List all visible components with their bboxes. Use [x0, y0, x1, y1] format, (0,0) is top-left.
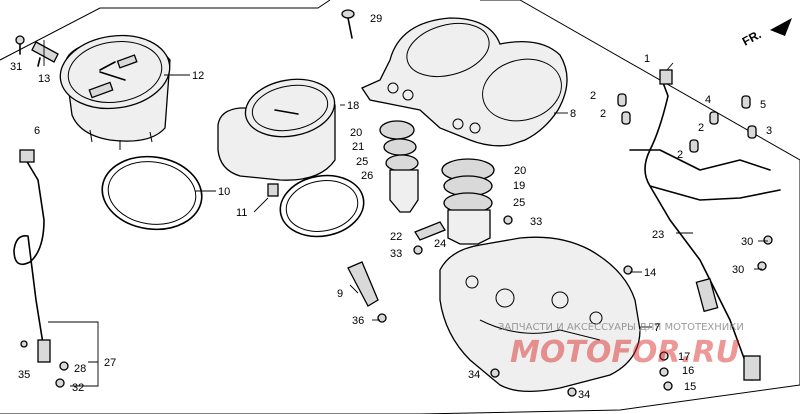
callout-2a: 2: [590, 90, 596, 102]
callout-33b: 33: [390, 248, 402, 260]
speedometer: [59, 34, 171, 150]
callout-32: 32: [72, 382, 84, 394]
callout-33a: 33: [530, 216, 542, 228]
callout-13: 13: [38, 73, 50, 85]
callout-3: 3: [766, 125, 772, 137]
callout-10: 10: [218, 186, 230, 198]
wire-harness-23: [629, 69, 781, 381]
callout-31: 31: [10, 61, 22, 73]
front-direction-label: FR.: [740, 27, 764, 48]
watermark-text: ЗАПЧАСТИ И АКСЕССУАРЫ ДЛЯ МОТОТЕХНИКИ: [498, 322, 744, 333]
callout-26: 26: [361, 170, 373, 182]
callout-21: 21: [352, 141, 364, 153]
bracket-22: [414, 221, 446, 241]
callout-11: 11: [236, 207, 247, 219]
callout-30b: 30: [732, 264, 744, 276]
leader-lines: [43, 40, 768, 387]
screw-29: [341, 9, 355, 39]
watermark-logo: MOTOFOR.RU: [510, 335, 740, 370]
lamp-holder-left: [379, 120, 419, 213]
callout-30a: 30: [741, 236, 753, 248]
callout-7: 7: [654, 322, 660, 334]
speedometer-cable: [13, 149, 51, 363]
screw-31: [15, 35, 25, 55]
meter-panel-8: [361, 17, 568, 147]
callout-12: 12: [192, 70, 204, 82]
callout-25b: 25: [513, 197, 525, 209]
socket-13: [31, 41, 59, 67]
bracket-9: [347, 261, 379, 307]
callout-9: 9: [337, 288, 343, 300]
arrow-right-icon: [770, 18, 792, 36]
callout-14: 14: [644, 267, 656, 279]
callout-2d: 2: [677, 149, 683, 161]
callout-8: 8: [570, 108, 576, 120]
callout-19: 19: [513, 180, 525, 192]
callout-24: 24: [434, 238, 446, 250]
callout-4: 4: [705, 94, 711, 106]
callout-20b: 20: [514, 165, 526, 177]
callout-23: 23: [652, 229, 664, 241]
tachometer-ring: [279, 174, 365, 238]
callout-25a: 25: [356, 156, 368, 168]
callout-15: 15: [684, 381, 696, 393]
tachometer: [217, 78, 336, 197]
callout-28: 28: [74, 363, 86, 375]
callout-17: 17: [678, 351, 690, 363]
callout-29: 29: [370, 13, 382, 25]
meter-case-7: [439, 236, 641, 392]
callout-22: 22: [390, 231, 402, 243]
callout-2c: 2: [698, 122, 704, 134]
callout-16: 16: [682, 365, 694, 377]
front-direction-indicator: FR.: [740, 18, 792, 49]
callout-6: 6: [34, 125, 40, 137]
callout-2b: 2: [600, 108, 606, 120]
bulbs: [617, 93, 757, 153]
callout-36: 36: [352, 315, 364, 327]
callout-34b: 34: [578, 389, 590, 401]
callout-34a: 34: [468, 369, 480, 381]
callout-labels: 29 31 13 12 6 1 2 2 4 5 2 3 2 8 18 20 21…: [10, 13, 772, 401]
callout-27: 27: [104, 357, 116, 369]
callout-1: 1: [644, 53, 650, 65]
callout-20a: 20: [350, 127, 362, 139]
lamp-holder-right: [441, 158, 495, 245]
callout-5: 5: [760, 99, 766, 111]
watermark: ЗАПЧАСТИ И АКСЕССУАРЫ ДЛЯ МОТОТЕХНИКИ MO…: [498, 322, 744, 370]
callout-18: 18: [347, 100, 359, 112]
speedometer-ring-10: [101, 155, 203, 231]
callout-35: 35: [18, 369, 30, 381]
